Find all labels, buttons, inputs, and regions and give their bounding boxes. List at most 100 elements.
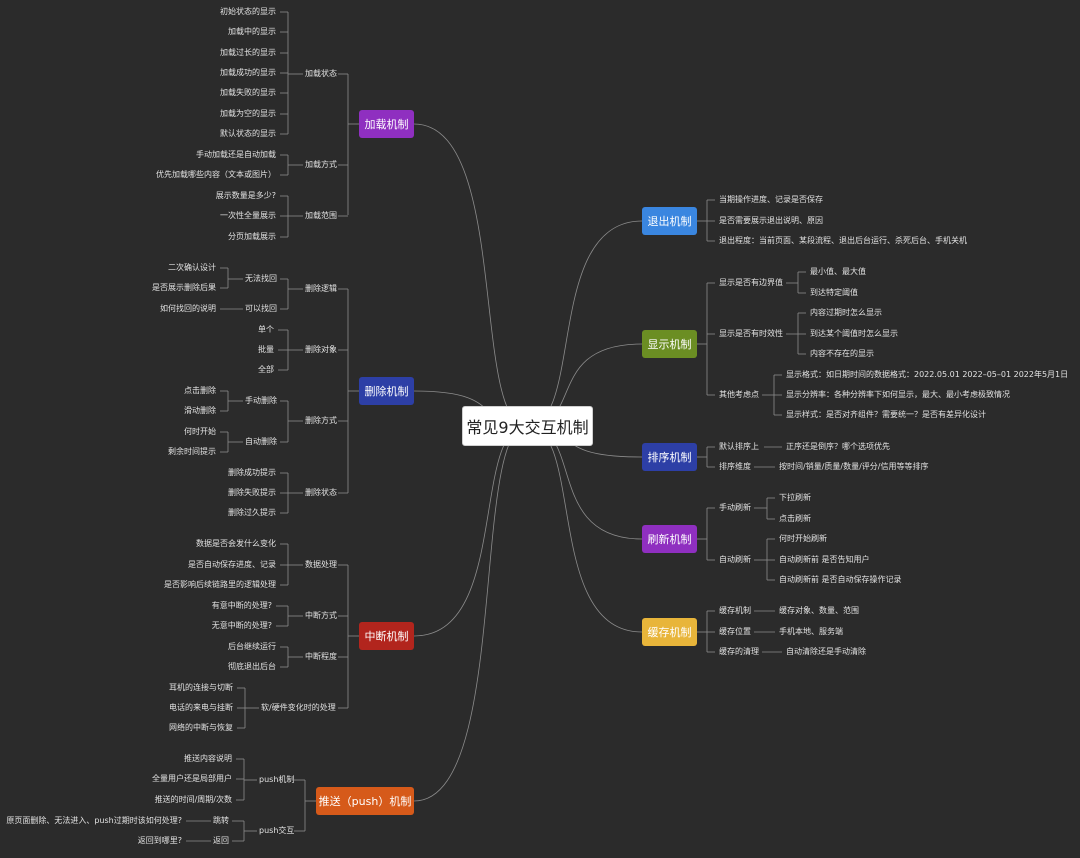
sort-dim-item: 按时间/销量/质量/数量/评分/信用等等排序 (779, 462, 929, 471)
delete-state-label: 删除状态 (305, 488, 337, 497)
display-bound-item: 到达特定阈值 (810, 288, 858, 297)
delete-state-item: 删除失败提示 (228, 488, 276, 497)
interrupt-mode-item: 有意中断的处理? (211, 601, 272, 610)
display-time-item: 内容过期时怎么显示 (810, 308, 882, 317)
branch-cache[interactable]: 缓存机制 (642, 618, 697, 646)
delete-state-item: 删除过久提示 (228, 508, 276, 517)
cache-clean-label: 缓存的清理 (719, 647, 759, 656)
branch-display[interactable]: 显示机制 (642, 330, 697, 358)
load-mode-item: 手动加载还是自动加载 (196, 150, 276, 159)
delete-object-item: 批量 (258, 345, 274, 354)
branch-delete[interactable]: 删除机制 (359, 377, 414, 405)
branch-load[interactable]: 加载机制 (359, 110, 414, 138)
refresh-manual-item: 点击刷新 (779, 514, 811, 523)
delete-method-label: 删除方式 (305, 416, 337, 425)
delete-logic-item: 是否展示删除后果 (152, 283, 216, 292)
push-mech-item: 推送的时间/周期/次数 (154, 795, 232, 804)
load-state-item: 加载过长的显示 (220, 48, 276, 57)
load-state-item: 加载失败的显示 (220, 88, 276, 97)
branch-exit[interactable]: 退出机制 (642, 207, 697, 235)
push-mech-label: push机制 (259, 775, 295, 784)
load-state-item: 加载中的显示 (228, 27, 276, 36)
delete-method-sub: 手动删除 (245, 396, 277, 405)
display-bound-item: 最小值、最大值 (810, 267, 866, 276)
interrupt-data-label: 数据处理 (305, 560, 337, 569)
interrupt-mode-label: 中断方式 (305, 611, 337, 620)
interrupt-hw-item: 电话的来电与挂断 (169, 703, 233, 712)
display-time-item: 内容不存在的显示 (810, 349, 874, 358)
refresh-auto-item: 自动刷新前 是否自动保存操作记录 (779, 575, 902, 584)
delete-state-item: 删除成功提示 (228, 468, 276, 477)
interrupt-data-item: 是否影响后续链路里的逻辑处理 (164, 580, 276, 589)
load-state-item: 初始状态的显示 (220, 7, 276, 16)
cache-mech-label: 缓存机制 (719, 606, 751, 615)
push-interact-sub: 返回 (213, 836, 229, 845)
delete-object-item: 单个 (258, 325, 274, 334)
push-mech-item: 全量用户还是局部用户 (152, 774, 232, 783)
sort-default-item: 正序还是倒序？哪个选项优先 (786, 442, 890, 451)
delete-logic-sub: 无法找回 (245, 274, 277, 283)
delete-method-item: 何时开始 (184, 427, 216, 436)
display-other-item: 显示分辨率：各种分辨率下如何显示，最大、最小考虑极致情况 (786, 390, 1010, 399)
load-state-item: 默认状态的显示 (220, 129, 276, 138)
display-time-label: 显示是否有时效性 (719, 329, 783, 338)
display-other-label: 其他考虑点 (719, 390, 759, 399)
load-mode-item: 优先加载哪些内容（文本或图片） (156, 170, 276, 179)
load-state-item: 加载为空的显示 (220, 109, 276, 118)
delete-logic-label: 删除逻辑 (305, 284, 337, 293)
load-range-label: 加载范围 (305, 211, 337, 220)
connector-line (526, 220, 643, 427)
interrupt-degree-item: 彻底退出后台 (228, 662, 276, 671)
display-other-item: 显示样式：是否对齐组件？需要统一？是否有差异化设计 (786, 410, 986, 419)
refresh-auto-label: 自动刷新 (719, 555, 751, 564)
interrupt-data-item: 数据是否会发什么变化 (196, 539, 276, 548)
delete-object-label: 删除对象 (305, 345, 337, 354)
push-interact-label: push交互 (259, 826, 295, 835)
interrupt-degree-label: 中断程度 (305, 652, 337, 661)
exit-item: 退出程度：当前页面、某段流程、退出后台运行、杀死后台、手机关机 (719, 236, 967, 245)
load-range-item: 分页加载展示 (228, 232, 276, 241)
delete-method-sub: 自动删除 (245, 437, 277, 446)
load-range-item: 展示数量是多少? (215, 191, 276, 200)
push-interact-item: 原页面删除、无法进入、push过期时该如何处理? (6, 816, 182, 825)
refresh-manual-item: 下拉刷新 (779, 493, 811, 502)
cache-pos-label: 缓存位置 (719, 627, 751, 636)
interrupt-mode-item: 无意中断的处理? (211, 621, 272, 630)
cache-pos-item: 手机本地、服务端 (779, 627, 843, 636)
delete-method-item: 滑动删除 (184, 406, 216, 415)
cache-mech-item: 缓存对象、数量、范围 (779, 606, 859, 615)
refresh-auto-item: 自动刷新前 是否告知用户 (779, 555, 870, 564)
sort-default-label: 默认排序上 (719, 442, 759, 451)
delete-method-item: 点击删除 (184, 386, 216, 395)
connector-line (413, 425, 528, 637)
connector-line (413, 123, 528, 427)
cache-clean-item: 自动清除还是手动清除 (786, 647, 866, 656)
load-state-label: 加载状态 (305, 69, 337, 78)
interrupt-data-item: 是否自动保存进度、记录 (188, 560, 276, 569)
sort-dim-label: 排序维度 (719, 462, 751, 471)
push-mech-item: 推送内容说明 (184, 754, 232, 763)
branch-interrupt[interactable]: 中断机制 (359, 622, 414, 650)
connector-line (413, 425, 528, 802)
display-other-item: 显示格式：如日期时间的数据格式：2022.05.01 2022–05–01 20… (786, 370, 1069, 379)
delete-method-item: 剩余时间提示 (168, 447, 216, 456)
delete-logic-item: 二次确认设计 (168, 263, 216, 272)
interrupt-degree-item: 后台继续运行 (228, 642, 276, 651)
interrupt-hw-label: 软/硬件变化时的处理 (261, 703, 336, 712)
delete-logic-sub: 可以找回 (245, 304, 277, 313)
load-range-item: 一次性全量展示 (220, 211, 276, 220)
load-mode-label: 加载方式 (305, 160, 337, 169)
delete-object-item: 全部 (258, 365, 274, 374)
exit-item: 是否需要展示退出说明、原因 (719, 216, 823, 225)
push-interact-item: 返回到哪里? (137, 836, 182, 845)
delete-logic-item: 如何找回的说明 (160, 304, 216, 313)
branch-refresh[interactable]: 刷新机制 (642, 525, 697, 553)
display-time-item: 到达某个阈值时怎么显示 (810, 329, 898, 338)
refresh-manual-label: 手动刷新 (719, 503, 751, 512)
root-node[interactable]: 常见9大交互机制 (462, 406, 593, 446)
display-bound-label: 显示是否有边界值 (719, 278, 783, 287)
branch-sort[interactable]: 排序机制 (642, 443, 697, 471)
load-state-item: 加载成功的显示 (220, 68, 276, 77)
branch-push[interactable]: 推送（push）机制 (316, 787, 414, 815)
